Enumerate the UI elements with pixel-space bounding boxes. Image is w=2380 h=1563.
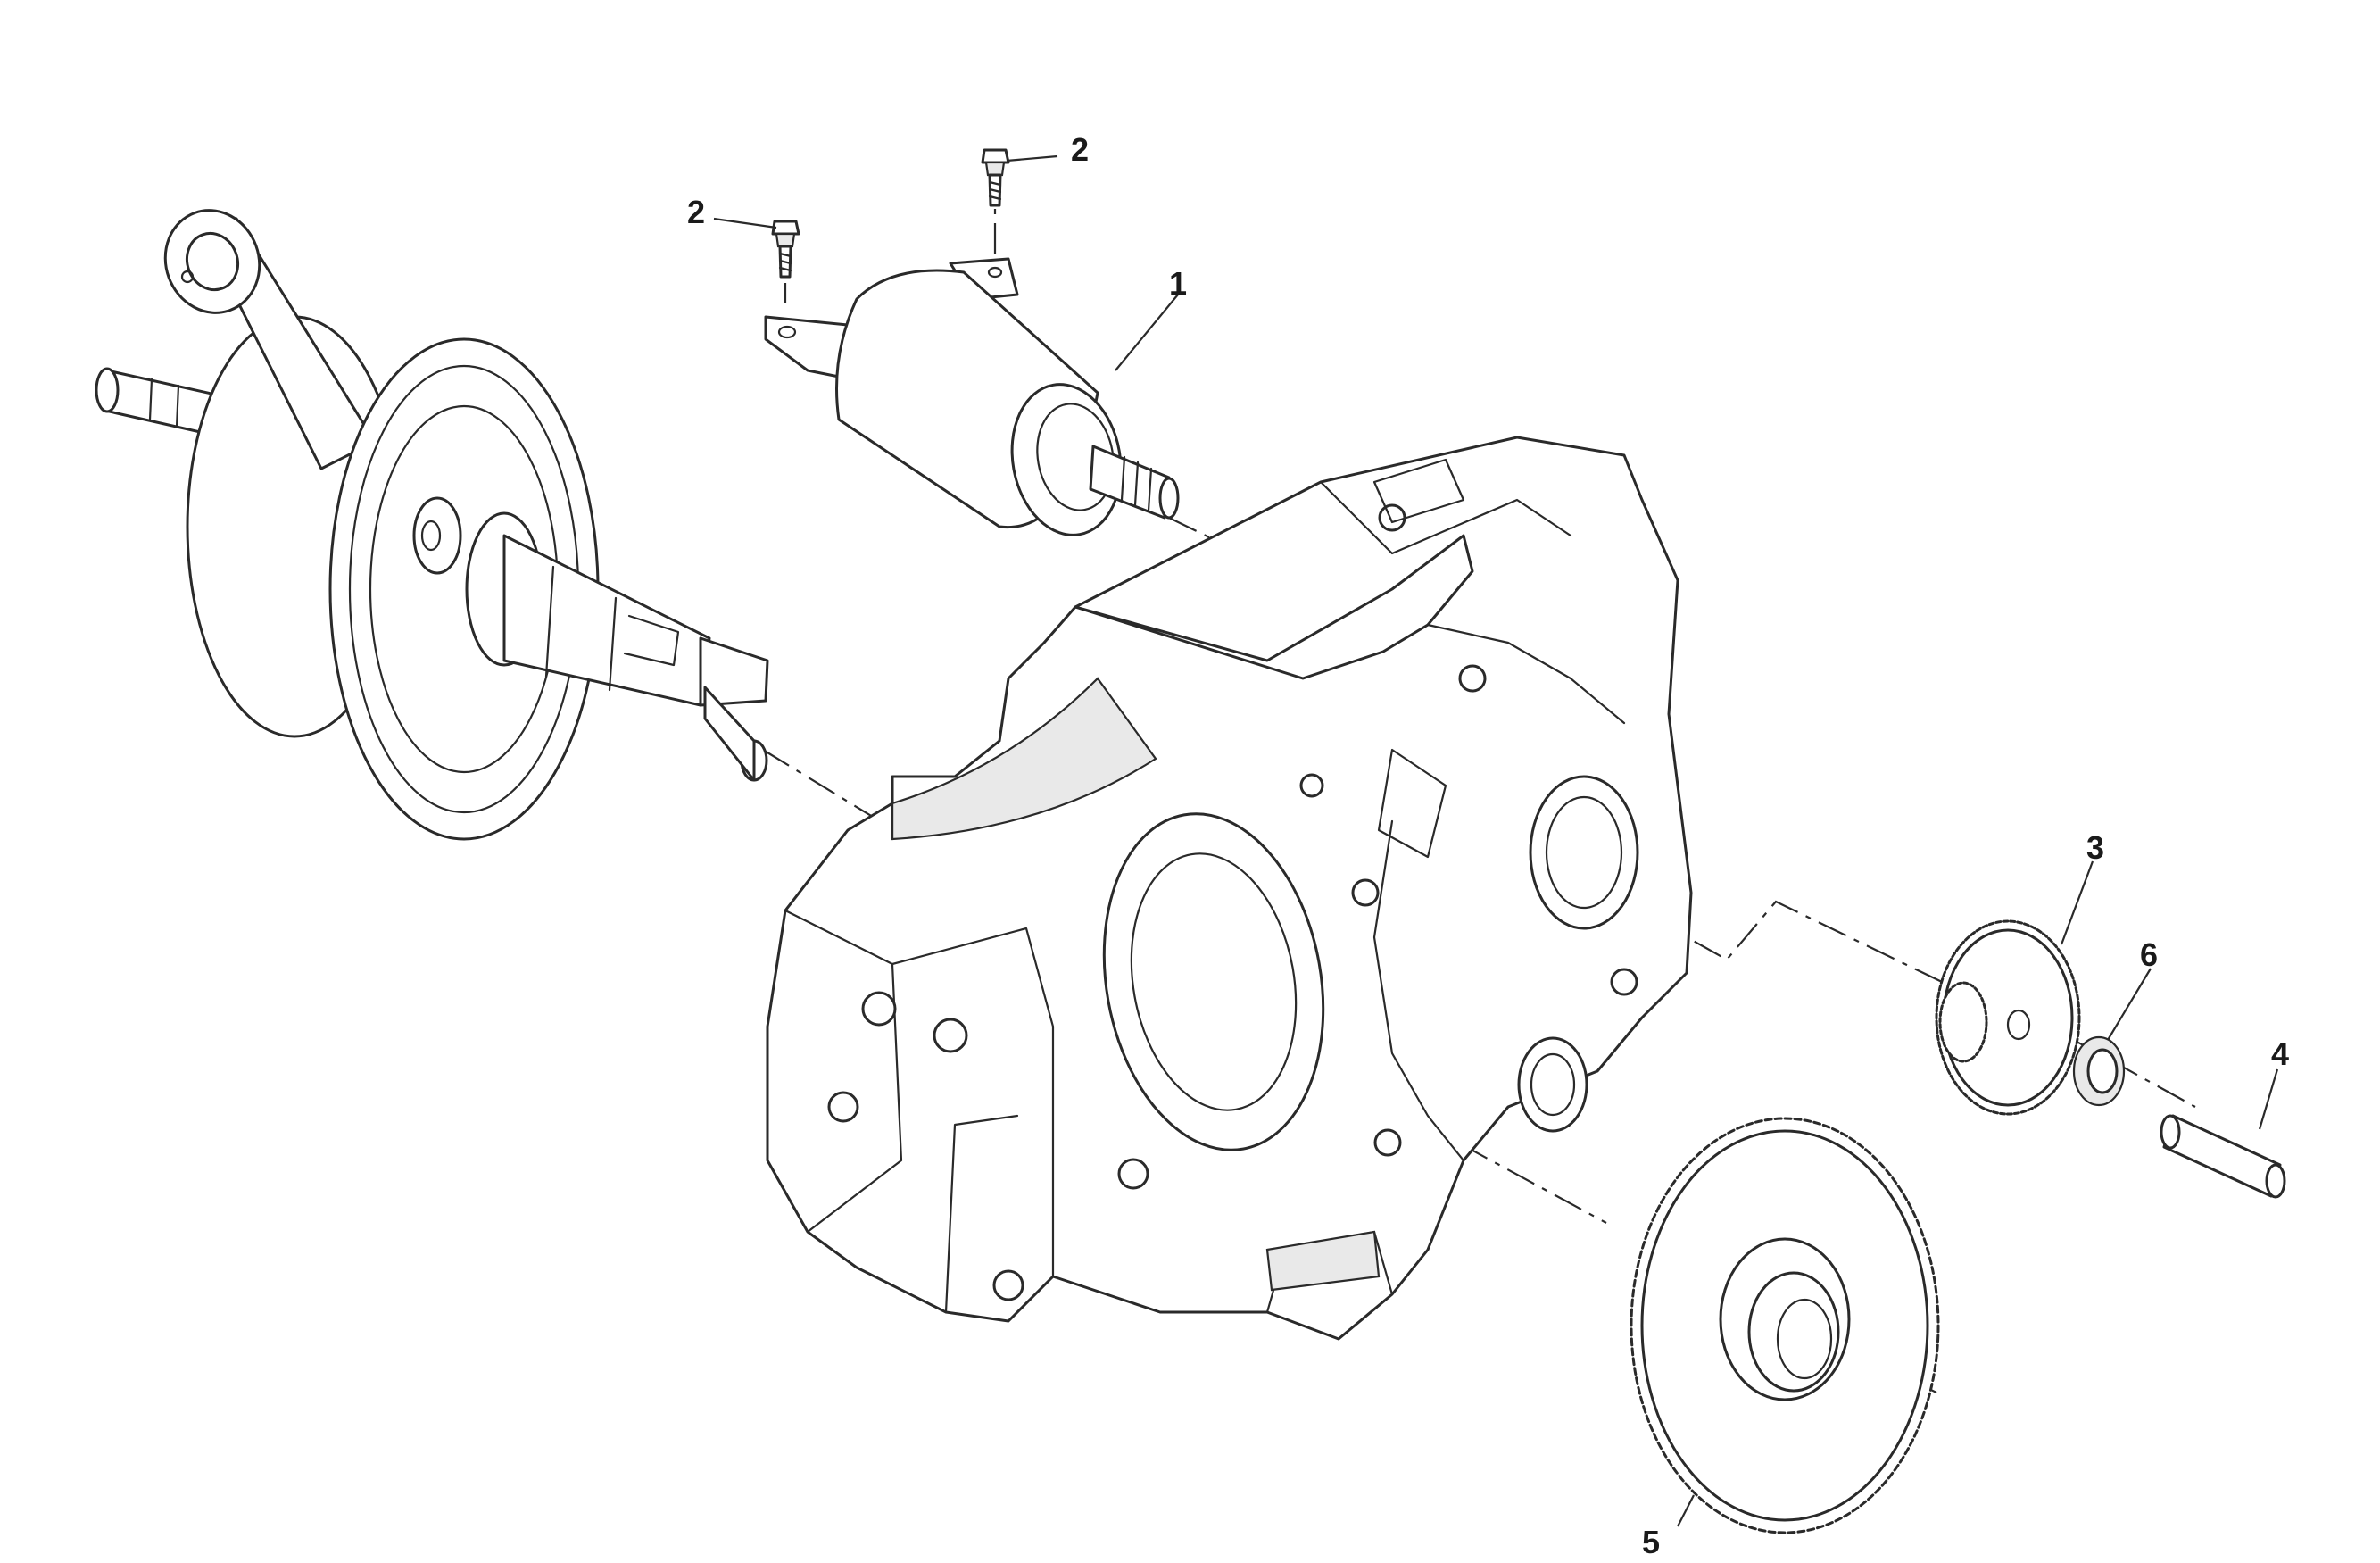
callout-4: 4 — [2271, 1035, 2289, 1072]
crankshaft-assembly — [95, 209, 769, 841]
bolt-right — [981, 148, 1010, 207]
callout-leaders — [713, 154, 2279, 1527]
thrust-washer — [2072, 1035, 2126, 1107]
starter-driven-gear — [1630, 1117, 1940, 1534]
starter-motor — [764, 257, 1180, 536]
callout-6: 6 — [2140, 936, 2158, 973]
bolt-left — [771, 220, 800, 279]
callout-2-right: 2 — [1071, 131, 1089, 168]
callout-5: 5 — [1642, 1524, 1660, 1560]
idler-gear — [1935, 919, 2081, 1116]
callout-3: 3 — [2086, 829, 2104, 866]
callout-1: 1 — [1169, 265, 1187, 302]
idler-shaft — [2160, 1114, 2286, 1199]
crankcase-half — [766, 436, 1693, 1341]
callout-2-left: 2 — [687, 194, 705, 230]
